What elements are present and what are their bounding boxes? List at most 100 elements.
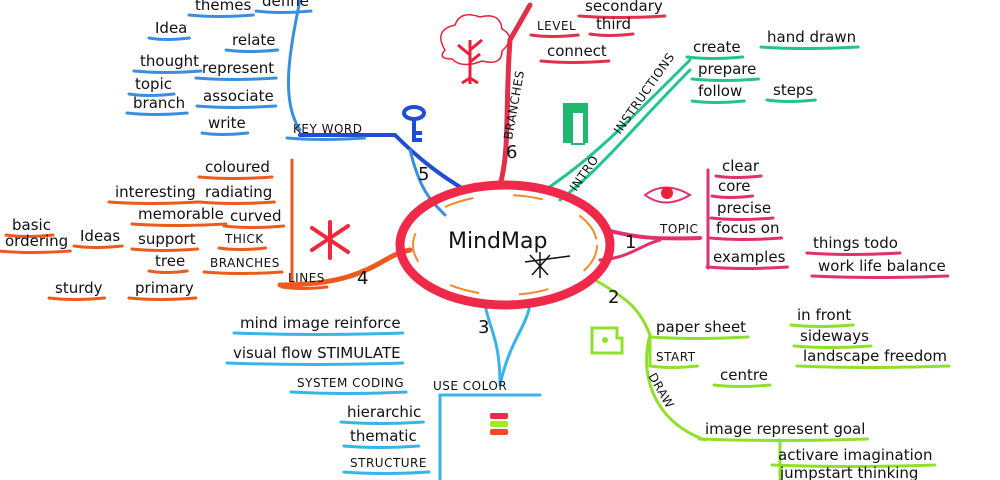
branches-number: 6 — [506, 142, 517, 163]
word-underline — [280, 285, 329, 290]
lines-word: tree — [155, 252, 185, 270]
keyword-label: KEY WORD — [293, 122, 362, 136]
word-underline — [705, 265, 789, 270]
draw-word: image represent goal — [705, 420, 865, 438]
lines-word: radiating — [205, 183, 272, 201]
keyword-word: themes — [195, 0, 251, 14]
lines-word: basic — [12, 216, 51, 234]
word-underline — [765, 98, 817, 103]
word-underline — [232, 331, 405, 336]
lines-word: primary — [135, 279, 194, 297]
word-underlines — [0, 9, 951, 475]
intro-word: steps — [773, 81, 813, 99]
intro-word: prepare — [698, 60, 756, 78]
lines-word: Ideas — [80, 227, 120, 245]
word-underline — [127, 296, 198, 301]
word-underline — [708, 236, 783, 241]
intro-word: hand drawn — [767, 28, 856, 46]
word-underline — [648, 335, 750, 340]
word-underline — [690, 77, 760, 82]
word-underline — [588, 32, 635, 37]
word-underline — [130, 222, 228, 227]
keyword-word: define — [262, 0, 309, 10]
word-underline — [132, 69, 203, 74]
keyword-word: represent — [202, 59, 274, 77]
keyword-word: write — [208, 114, 246, 132]
keyword-number: 5 — [418, 164, 429, 185]
word-underline — [697, 437, 869, 442]
door-icon — [563, 103, 588, 145]
word-underline — [770, 463, 936, 468]
topic-word: things todo — [813, 234, 898, 252]
eye-icon — [643, 186, 692, 204]
word-underline — [539, 59, 611, 64]
keyword-word: topic — [135, 75, 172, 93]
word-underline — [147, 269, 189, 274]
word-underline — [4, 233, 55, 238]
word-underline — [127, 92, 176, 97]
asterisk-icon — [310, 220, 350, 260]
topic-word: precise — [717, 199, 771, 217]
word-underline — [224, 48, 280, 53]
topic-word: work life balance — [818, 257, 946, 275]
color-number: 3 — [478, 317, 489, 338]
word-underline — [690, 99, 746, 104]
branch-line — [286, 0, 302, 132]
intro-word: create — [693, 38, 741, 56]
word-underline — [107, 200, 200, 205]
draw-word: centre — [720, 366, 768, 384]
tree-icon — [440, 14, 511, 85]
word-underline — [759, 45, 860, 50]
center-title: MindMap — [448, 229, 547, 254]
color-word: visual flow STIMULATE — [233, 344, 401, 362]
word-underline — [217, 246, 268, 251]
topic-word: clear — [722, 157, 760, 175]
color-word: mind image reinforce — [240, 314, 401, 332]
color-word: thematic — [350, 427, 417, 445]
word-underline — [529, 33, 580, 38]
word-underline — [709, 216, 775, 221]
draw-word: in front — [797, 306, 851, 324]
word-underline — [254, 9, 313, 14]
word-underline — [342, 444, 421, 449]
branches-word: connect — [547, 42, 607, 60]
word-underline — [805, 251, 902, 256]
lines-word: curved — [230, 207, 282, 225]
word-underline — [342, 470, 431, 475]
word-underline — [47, 296, 107, 301]
color-stack-icon — [490, 413, 508, 435]
word-underline — [225, 361, 405, 366]
word-underline — [194, 76, 278, 81]
branches-word: third — [596, 15, 631, 33]
branch-line — [543, 58, 692, 192]
spark-icon — [524, 252, 571, 278]
draw-label: DRAW — [645, 371, 676, 411]
draw-word: jumpstart thinking — [779, 464, 918, 480]
draw-word: landscape freedom — [803, 347, 947, 365]
word-underline — [285, 136, 366, 141]
topic-label: TOPIC — [659, 222, 698, 236]
word-underline — [810, 274, 950, 279]
topic-word: examples — [713, 248, 786, 266]
lines-word: sturdy — [55, 279, 103, 297]
keyword-word: Idea — [155, 19, 187, 37]
color-label: USE COLOR — [433, 379, 507, 393]
word-underline — [789, 323, 855, 328]
color-word: STRUCTURE — [350, 456, 427, 470]
key-icon — [402, 105, 426, 142]
intro-word: follow — [698, 82, 742, 100]
topic-word: focus on — [716, 219, 779, 237]
word-underline — [195, 104, 278, 109]
branch-line — [408, 148, 447, 217]
keyword-word: thought — [140, 52, 199, 70]
word-underline — [197, 175, 274, 180]
lines-word: BRANCHES — [210, 256, 280, 270]
word-underline — [289, 390, 408, 395]
word-underline — [147, 36, 191, 41]
topic-number: 1 — [625, 232, 636, 253]
word-underline — [712, 383, 772, 388]
word-underline — [0, 249, 72, 254]
word-underline — [577, 14, 667, 19]
paper-sheet-icon — [590, 326, 624, 355]
